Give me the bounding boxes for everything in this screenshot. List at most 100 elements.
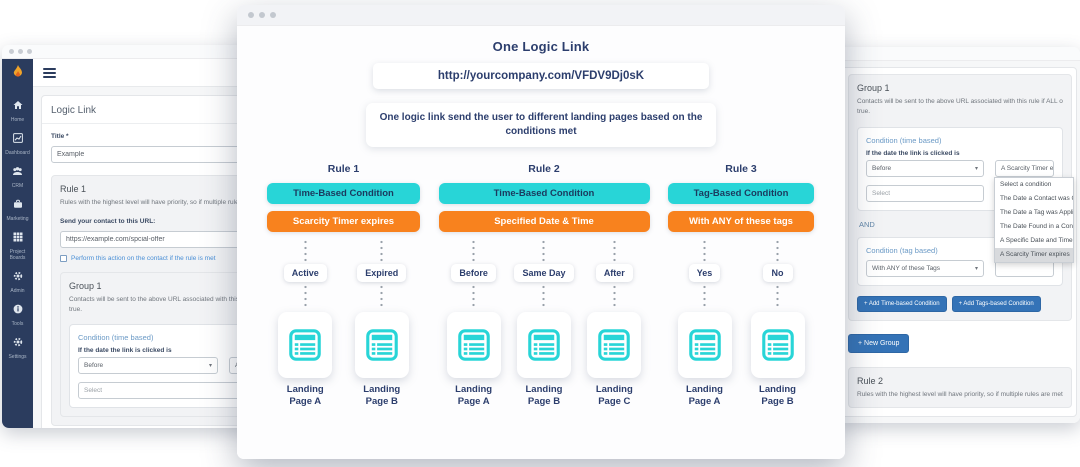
rule3-column: Rule 3 Tag-Based Condition With ANY of t… [668, 163, 814, 408]
connector-dots [472, 239, 476, 262]
group1-panel: Group 1 Contacts will be sent to the abo… [848, 74, 1074, 321]
sidebar-item-label: Settings [8, 354, 27, 360]
group1-description-line2: true. [69, 305, 83, 313]
landing-page-card [516, 312, 571, 378]
window-titlebar [834, 47, 1080, 61]
perform-action-row[interactable]: Perform this action on the contact if th… [60, 254, 375, 262]
connector-dots [380, 284, 384, 307]
group1-description-line2: true. [857, 107, 871, 115]
condition-select-row: Before▾ A Scarcity Timer expires [866, 159, 1054, 177]
condition-type-pill: Tag-Based Condition [668, 183, 814, 204]
branch-option: Yes [688, 264, 721, 282]
hamburger-menu-icon[interactable] [43, 66, 56, 80]
before-select[interactable]: Before▾ [866, 159, 984, 177]
sidebar-item-admin[interactable]: Admin [2, 268, 33, 294]
cog-icon [13, 268, 23, 286]
condition-type-pill: Time-Based Condition [438, 183, 650, 204]
right-window: Group 1 Contacts will be sent to the abo… [834, 47, 1080, 423]
tag-match-select[interactable]: With ANY of these Tags▾ [866, 259, 984, 277]
center-window: One Logic Link http://yourcompany.com/VF… [237, 5, 845, 459]
document-icon [289, 329, 322, 361]
sidebar-item-dashboard[interactable]: Dashboard [2, 130, 33, 156]
dropdown-option[interactable]: The Date a Tag was Applied [1000, 209, 1073, 216]
condition-type-select[interactable]: A Scarcity Timer expires [995, 159, 1054, 177]
condition-value-pill: Scarcity Timer expires [267, 211, 420, 232]
traffic-light-dot[interactable] [259, 12, 265, 18]
page-title: Logic Link [51, 105, 97, 116]
connector-dots [303, 284, 307, 307]
branch: Expired Landing Page B [344, 237, 421, 408]
dropdown-option[interactable]: The Date a Contact was Crea [1000, 195, 1073, 202]
condition-value-pill: With ANY of these tags [668, 211, 814, 232]
sidebar-item-home[interactable]: Home [2, 97, 33, 123]
sidebar-item-label: Dashboard [5, 150, 30, 156]
and-operator-label: AND [859, 219, 875, 229]
traffic-light-dot[interactable] [9, 49, 14, 54]
condition-time-heading: Condition (time based) [78, 333, 154, 343]
branch-option: No [762, 264, 793, 282]
connector-dots [703, 284, 706, 307]
document-icon [457, 329, 490, 361]
checkbox[interactable] [60, 254, 67, 262]
flame-logo-icon [12, 65, 24, 84]
landing-page-card [446, 312, 501, 378]
connector-dots [776, 284, 779, 307]
group1-description-line1: Contacts will be sent to the above URL a… [69, 295, 257, 303]
select-field[interactable]: Select [78, 382, 260, 400]
sidebar-item-crm[interactable]: CRM [2, 163, 33, 189]
branch: Yes Landing Page A [668, 237, 741, 408]
landing-page-label: Landing Page B [525, 384, 563, 407]
document-icon [365, 329, 398, 361]
sidebar-item-label: Marketing [6, 216, 29, 222]
home-icon [13, 97, 23, 115]
sidebar-item-marketing[interactable]: Marketing [2, 196, 33, 222]
select-field[interactable]: Select [866, 184, 984, 202]
branches: Yes Landing Page A No Landing Page B [668, 237, 814, 408]
sidebar-item-label: Home [10, 117, 25, 123]
dropdown-option[interactable]: A Specific Date and Time [1000, 237, 1073, 244]
app-sidebar: Home Dashboard CRM Marketing Project Boa… [2, 59, 33, 428]
add-tag-condition-button[interactable]: + Add Tags-based Condition [951, 295, 1041, 312]
traffic-light-dot[interactable] [248, 12, 254, 18]
connector-dots [612, 284, 616, 307]
rule2-heading: Rule 2 [857, 375, 884, 386]
connector-dots [472, 284, 476, 307]
group1-description-line1: Contacts will be sent to the above URL a… [857, 98, 1063, 105]
chevron-down-icon: ▾ [208, 363, 212, 370]
new-group-button[interactable]: + New Group [848, 333, 910, 353]
add-time-condition-button[interactable]: + Add Time-based Condition [857, 295, 947, 312]
condition-time-card: Condition (time based) If the date the l… [857, 126, 1074, 263]
group1-heading: Group 1 [69, 280, 102, 291]
before-select[interactable]: Before▾ [78, 357, 218, 375]
page-content: Group 1 Contacts will be sent to the abo… [834, 61, 1080, 423]
people-icon [12, 163, 23, 181]
sidebar-item-project-boards[interactable]: Project Boards [2, 229, 33, 261]
branch: No Landing Page B [741, 237, 814, 408]
landing-page-label: Landing Page A [286, 384, 324, 407]
dropdown-option[interactable]: Select a condition [1000, 181, 1052, 188]
dropdown-option[interactable]: The Date Found in a Contact [1000, 223, 1073, 230]
landing-page-card [750, 312, 805, 378]
divider [42, 123, 393, 124]
diagram-body: One Logic Link http://yourcompany.com/VF… [237, 26, 845, 459]
sidebar-item-settings[interactable]: Settings [2, 334, 33, 360]
url-field-label: Send your contact to this URL: [60, 217, 156, 225]
checkbox-label: Perform this action on the contact if th… [71, 254, 216, 262]
rule-name: Rule 2 [528, 163, 560, 175]
sidebar-item-tools[interactable]: Tools [2, 301, 33, 327]
traffic-light-dot[interactable] [270, 12, 276, 18]
connector-dots [776, 239, 779, 262]
branches: Before Landing Page A Same Day Landing P… [439, 237, 650, 408]
gear-icon [13, 334, 23, 352]
condition-time-label: If the date the link is clicked is [866, 149, 960, 157]
connector-dots [380, 239, 384, 262]
traffic-light-dot[interactable] [18, 49, 23, 54]
landing-page-label: Landing Page B [363, 384, 401, 407]
diagram-description: One logic link send the user to differen… [366, 103, 716, 147]
dropdown-option-selected[interactable]: A Scarcity Timer expires [995, 247, 1073, 262]
traffic-light-dot[interactable] [27, 49, 32, 54]
chevron-down-icon: ▾ [974, 165, 978, 172]
rule2-panel: Rule 2 Rules with the highest level will… [848, 366, 1072, 409]
chart-icon [12, 130, 23, 148]
